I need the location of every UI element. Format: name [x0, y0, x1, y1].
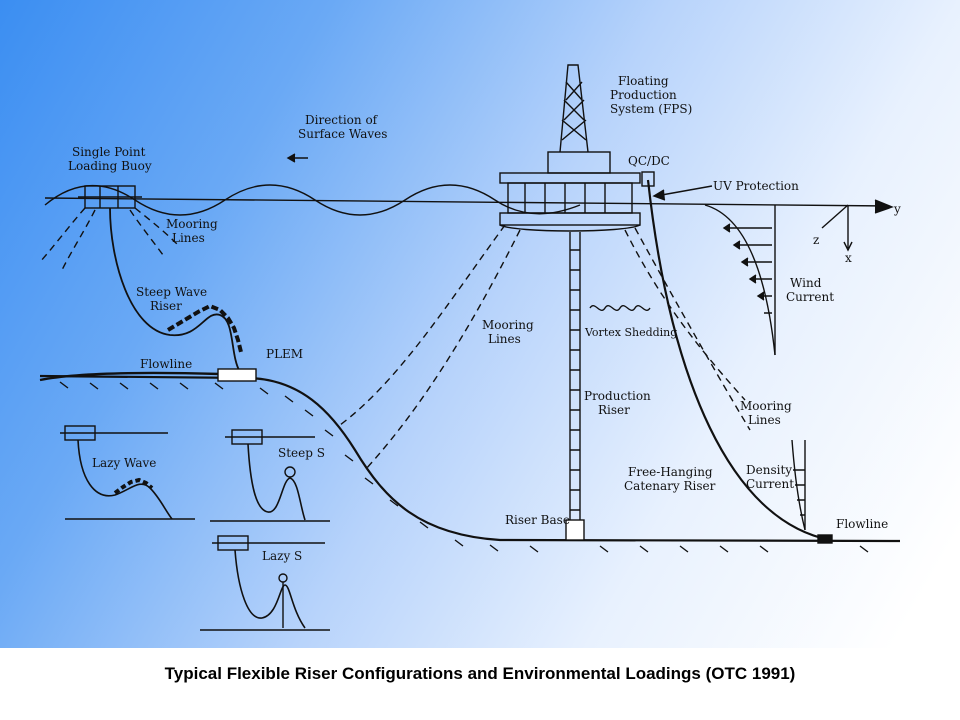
axis-z-label: z — [813, 233, 819, 247]
density-current-profile — [791, 439, 806, 531]
derrick — [559, 64, 589, 153]
wind-current-profile — [704, 204, 776, 356]
mooring-line-right-2 — [634, 227, 751, 431]
buoy-mooring-1 — [39, 207, 86, 263]
uv-protection-arrow — [655, 185, 713, 197]
steep-wave-buoyancy — [166, 303, 243, 353]
mooring-line-left-1 — [339, 224, 506, 426]
production-riser — [565, 232, 585, 541]
fps-platform — [499, 151, 641, 232]
steep-s-config — [225, 429, 315, 521]
lazy-s-label: Lazy S — [262, 549, 302, 563]
buoy-mooring-4 — [134, 207, 179, 246]
lazy-wave-config — [60, 425, 173, 520]
free-hanging-catenary-riser — [646, 179, 831, 542]
vortex-shedding-label: Vortex Shedding — [584, 326, 677, 339]
axis-y-label: y — [893, 202, 901, 216]
steep-s-label: Steep S — [278, 446, 325, 460]
flowline-right-label: Flowline — [836, 517, 888, 531]
qc-dc-connector — [641, 171, 655, 187]
lazy-wave-label: Lazy Wave — [92, 456, 156, 470]
seabed-hatch — [59, 381, 869, 553]
buoy-mooring-2 — [61, 209, 96, 271]
steep-wave-riser — [109, 207, 241, 373]
mooring-line-right-1 — [624, 229, 746, 401]
flowline-left-label: Flowline — [140, 357, 192, 371]
flowline-right-pipe — [817, 534, 833, 544]
mooring-line-left-2 — [364, 229, 521, 471]
axes-symbol — [821, 204, 853, 252]
single-point-loading-buoy — [78, 185, 142, 209]
qc-dc-label: QC/DC — [628, 154, 670, 168]
riser-base-label: Riser Base — [505, 513, 570, 527]
slide-caption: Typical Flexible Riser Configurations an… — [164, 664, 796, 683]
sea-surface-line — [44, 197, 891, 207]
flowline-left-pipe — [39, 371, 221, 382]
lazy-s-config — [212, 535, 325, 629]
sea-surface-arrow — [874, 199, 894, 214]
vortex-shedding-symbol — [589, 305, 651, 311]
uv-protection-label: UV Protection — [713, 179, 799, 193]
buoy-mooring-3 — [129, 209, 164, 256]
plem-label: PLEM — [266, 347, 303, 361]
plem-block — [217, 368, 257, 382]
wave-direction-arrow — [286, 153, 308, 163]
axis-x-label: x — [845, 251, 852, 265]
seabed-left — [39, 374, 901, 543]
